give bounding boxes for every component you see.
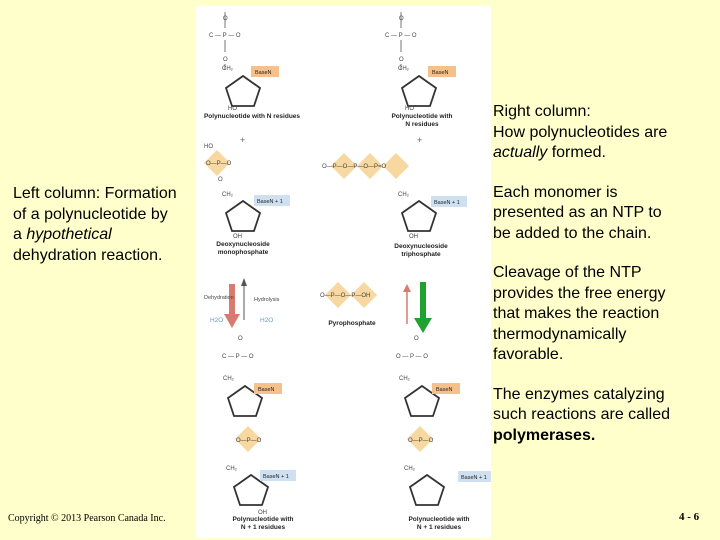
svg-text:CH₂: CH₂ (222, 66, 234, 72)
svg-text:BaseN: BaseN (258, 387, 275, 393)
left-top-base-label: BaseN (255, 70, 272, 76)
svg-text:HO: HO (228, 106, 237, 112)
svg-text:CH₂: CH₂ (398, 192, 410, 198)
right-para-4: The enzymes catalyzing such reactions ar… (493, 385, 670, 444)
right-bottom-sugar-2 (409, 474, 445, 506)
left-h2o-in: H2O (260, 317, 273, 324)
svg-text:O: O (238, 336, 243, 342)
svg-text:O—P—O—P—OH: O—P—O—P—OH (320, 293, 370, 299)
left-top-caption: Polynucleotide with N residues (203, 113, 301, 120)
left-mono-base-label: BaseN + 1 (257, 199, 283, 205)
left-top-base-tag (251, 66, 279, 77)
page-number: 4 - 6 (679, 511, 700, 523)
svg-text:HO: HO (204, 144, 213, 150)
svg-text:BaseN + 1: BaseN + 1 (434, 200, 460, 206)
right-ntp-base-tag (431, 196, 467, 207)
svg-text:CH₂: CH₂ (223, 376, 235, 382)
right-plus-sign: + (417, 135, 422, 145)
svg-text:O — P — O: O — P — O (396, 354, 428, 360)
left-explanation: Left column: Formation of a polynucleoti… (13, 185, 177, 264)
svg-text:O: O (399, 16, 404, 22)
right-para-1: Right column: How polynucleotides are ac… (493, 103, 668, 161)
svg-text:CH₂: CH₂ (399, 376, 411, 382)
left-mono-base-tag (254, 195, 290, 206)
svg-text:O—P—O: O—P—O (206, 161, 232, 167)
svg-text:O: O (399, 57, 404, 63)
svg-text:OH: OH (258, 510, 267, 516)
left-bottom-base-tag-2 (260, 470, 296, 481)
left-dehydration-arrow-body (229, 284, 235, 314)
left-plus-sign: + (240, 135, 245, 145)
svg-text:C — P — O: C — P — O (209, 33, 241, 39)
right-bottom-base-tag-1 (432, 383, 460, 394)
right-para-2: Each monomer is presented as an NTP to b… (493, 183, 662, 242)
svg-text:C — P — O: C — P — O (385, 33, 417, 39)
hydrolysis-label: Hydrolysis (254, 297, 280, 303)
polynucleotide-figure: O C — P — O O CH₂ BaseN HO + HO O—P—O O … (196, 6, 491, 538)
right-ntp-sugar (401, 200, 437, 232)
svg-text:OH: OH (409, 234, 418, 240)
svg-text:BaseN: BaseN (436, 387, 453, 393)
svg-text:C — P — O: C — P — O (222, 354, 254, 360)
svg-text:O: O (218, 177, 223, 183)
right-explanation: Right column: How polynucleotides are ac… (493, 102, 715, 446)
left-h2o-out: H2O (210, 317, 223, 324)
right-reaction-arrow (403, 282, 432, 333)
left-top-sugar (225, 75, 261, 107)
left-bottom-base-tag-1 (254, 383, 282, 394)
pyrophosphate-caption: Pyrophosphate (328, 320, 376, 327)
svg-text:BaseN + 1: BaseN + 1 (461, 475, 487, 481)
svg-text:CH₂: CH₂ (404, 466, 416, 472)
svg-text:CH₂: CH₂ (226, 466, 238, 472)
svg-text:CH₂: CH₂ (222, 192, 234, 198)
svg-text:BaseN + 1: BaseN + 1 (263, 474, 289, 480)
svg-text:O—P—O: O—P—O (408, 438, 434, 444)
svg-text:OH: OH (233, 234, 242, 240)
svg-text:O—P—O: O—P—O (236, 438, 262, 444)
svg-text:O: O (414, 336, 419, 342)
svg-text:O—P—O—P—O—P=O: O—P—O—P—O—P=O (322, 164, 387, 170)
svg-text:O: O (223, 57, 228, 63)
left-dehydration-arrow-head (224, 314, 240, 328)
reaction-diagram: O C — P — O O CH₂ BaseN HO + HO O—P—O O … (204, 12, 491, 516)
right-top-sugar (401, 75, 437, 107)
svg-text:O: O (223, 16, 228, 22)
svg-text:CH₂: CH₂ (398, 66, 410, 72)
dehydration-label: Dehydration (204, 295, 234, 301)
right-bottom-base-tag-2 (458, 471, 491, 482)
right-top-base-tag (428, 66, 456, 77)
right-para-3: Cleavage of the NTP provides the free en… (493, 264, 666, 363)
svg-text:BaseN: BaseN (432, 70, 449, 76)
copyright-notice: Copyright © 2013 Pearson Canada Inc. (8, 513, 166, 524)
svg-text:HO: HO (405, 106, 414, 112)
